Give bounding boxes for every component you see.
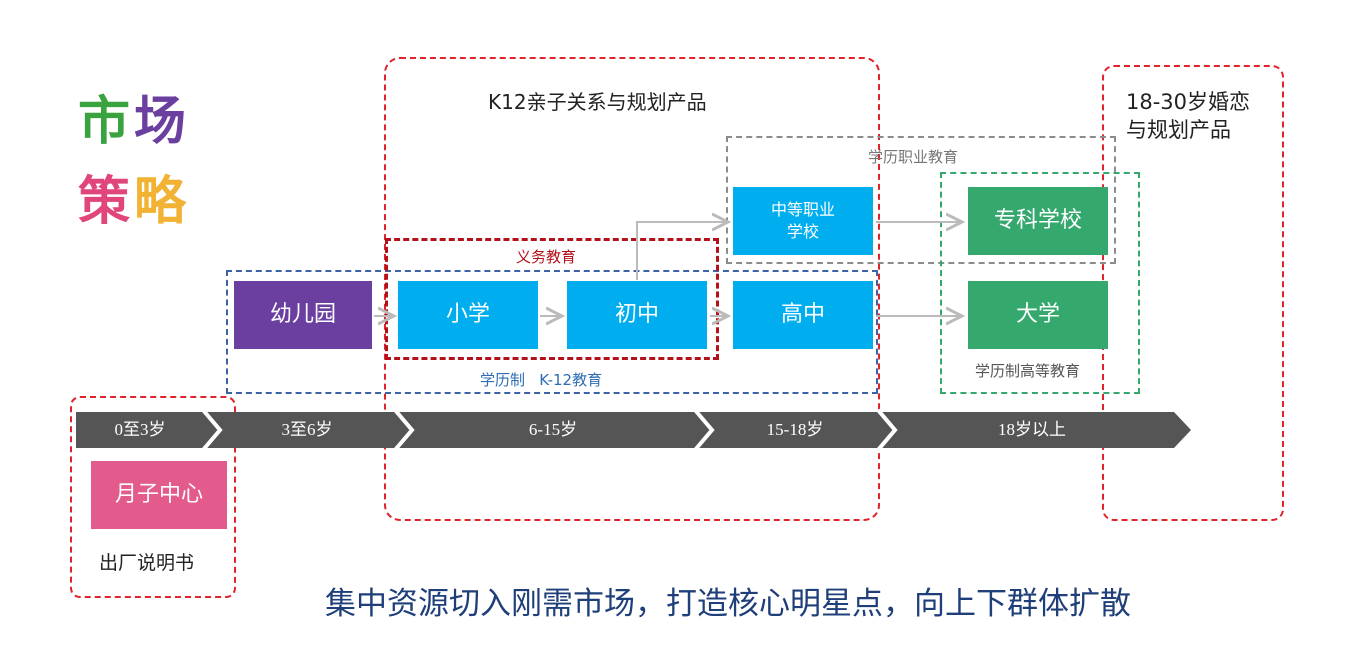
vocational-school-box: 中等职业 学校 (733, 187, 873, 255)
timeline-divider-2 (393, 408, 415, 452)
k12-group-label: K12亲子关系与规划产品 (488, 90, 707, 114)
marriage-group-label: 18-30岁婚恋 与规划产品 (1126, 90, 1251, 142)
junior-high-box: 初中 (567, 281, 707, 349)
timeline-segment-0-3: 0至3岁 (114, 420, 166, 439)
confinement-note: 出厂说明书 (99, 552, 195, 574)
title-char-lue: 略 (134, 172, 187, 232)
vocational-group-frame (726, 136, 1116, 264)
timeline-divider-3 (693, 408, 715, 452)
k12-system-group-frame (226, 270, 878, 394)
compulsory-group-frame (385, 238, 719, 360)
primary-school-box: 小学 (398, 281, 538, 349)
confinement-center-box: 月子中心 (91, 461, 227, 529)
compulsory-group-label: 义务教育 (516, 248, 577, 266)
timeline-segment-3-6: 3至6岁 (281, 420, 333, 439)
title-char-shi: 市 (78, 92, 131, 152)
higher-education-group-label: 学历制高等教育 (975, 362, 1081, 380)
k12-system-group-label: 学历制 K-12教育 (480, 371, 603, 389)
title-char-chang: 场 (134, 92, 187, 152)
higher-education-group-frame (940, 172, 1140, 394)
strategy-tagline: 集中资源切入刚需市场，打造核心明星点，向上下群体扩散 (325, 586, 1131, 622)
confinement-group-frame (70, 396, 236, 598)
timeline-divider-1 (201, 408, 223, 452)
timeline-divider-4 (876, 408, 898, 452)
vocational-group-label: 学历职业教育 (868, 148, 959, 166)
title-char-ce: 策 (78, 172, 131, 232)
timeline-segment-15-18: 15-18岁 (766, 420, 824, 439)
timeline-segment-6-15: 6-15岁 (528, 420, 578, 439)
senior-high-box: 高中 (733, 281, 873, 349)
college-box: 专科学校 (968, 187, 1108, 255)
timeline-segment-18-plus: 18岁以上 (998, 420, 1066, 439)
age-timeline-bar (76, 412, 1191, 448)
university-box: 大学 (968, 281, 1108, 349)
kindergarten-box: 幼儿园 (234, 281, 372, 349)
